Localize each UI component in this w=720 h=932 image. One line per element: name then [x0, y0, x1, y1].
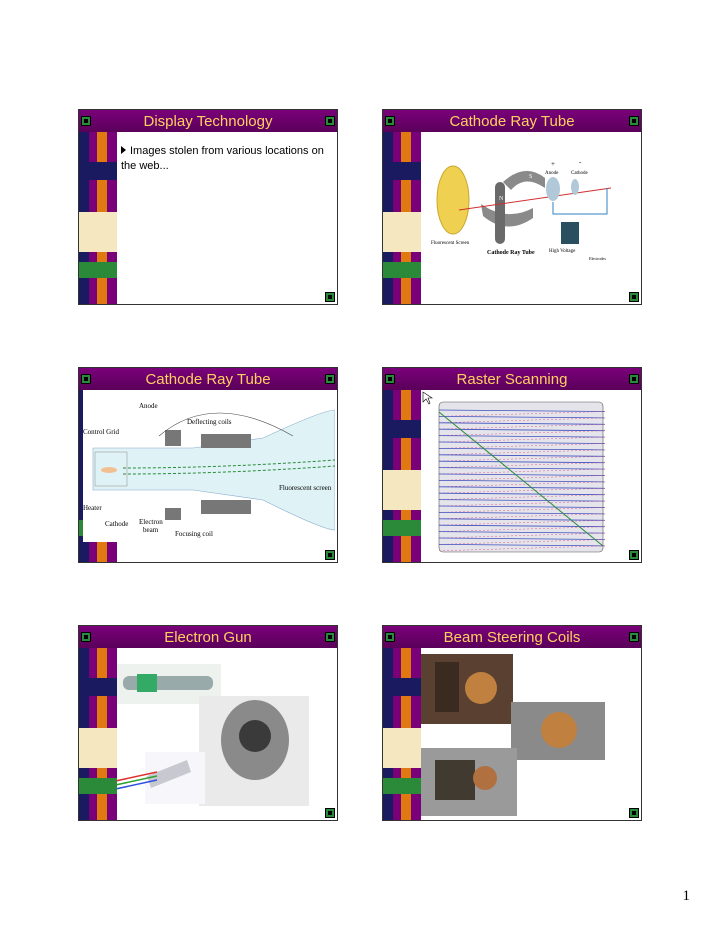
corner-square-icon: [325, 292, 335, 302]
slide-title: Beam Steering Coils: [443, 629, 581, 646]
scan-line: [438, 480, 606, 483]
grid-label: Control Grid: [83, 428, 119, 436]
svg-text:S: S: [529, 174, 532, 180]
scan-line: [438, 416, 606, 419]
cathode-label: Cathode: [105, 520, 128, 528]
raster-lines: [438, 409, 606, 552]
scan-line: [438, 531, 606, 534]
scan-line: [438, 448, 606, 451]
slide-title-bar: [383, 110, 641, 132]
tube-label: Cathode Ray Tube: [487, 250, 535, 256]
corner-square-icon: [629, 292, 639, 302]
corner-square-icon: [325, 550, 335, 560]
slide-title-bar: [383, 626, 641, 648]
focusing-label: Focusing coil: [175, 530, 213, 538]
decorative-strip: [79, 648, 117, 820]
anode-label: Anode: [545, 171, 559, 176]
scan-line: [438, 454, 606, 457]
scan-line: [438, 544, 606, 547]
slide-title: Cathode Ray Tube: [449, 113, 575, 130]
slide-body: [110, 648, 337, 820]
corner-square-icon: [629, 116, 639, 126]
slide-title-bar: [79, 110, 337, 132]
slide-beam-steering-coils[interactable]: Beam Steering Coils: [382, 625, 642, 821]
decorative-strip: [383, 132, 421, 304]
slide-title: Cathode Ray Tube: [145, 371, 271, 388]
cathode-sign: -: [579, 158, 582, 166]
corner-square-icon: [81, 632, 91, 642]
anode-label: Anode: [139, 402, 158, 410]
scan-line: [438, 473, 606, 476]
crt-diagram: S N + Anode - Cathode Fluorescent Screen…: [431, 158, 612, 261]
slide-body: S N + Anode - Cathode Fluorescent Screen…: [421, 132, 641, 304]
scan-line: [438, 467, 606, 470]
corner-square-icon: [385, 374, 395, 384]
electron-gun-photos: [110, 664, 309, 806]
corner-square-icon: [325, 374, 335, 384]
bullet-item: Images stolen from various locations on …: [121, 145, 324, 172]
screen-label: Fluorescent Screen: [431, 241, 470, 246]
scan-line: [438, 486, 606, 489]
svg-text:N: N: [499, 196, 504, 202]
corner-square-icon: [385, 632, 395, 642]
bullet-arrow-icon: [121, 146, 126, 154]
scan-line: [438, 512, 606, 515]
electron-label-2: beam: [143, 526, 159, 534]
corner-square-icon: [81, 116, 91, 126]
corner-square-icon: [325, 632, 335, 642]
scan-line: [438, 441, 606, 444]
scan-line: [438, 524, 606, 528]
crt-schematic-svg: Anode Deflecting coils Control Grid Fluo…: [83, 402, 336, 538]
slide-cathode-ray-tube-2[interactable]: Cathode Ray Tube Anode Deflecting coils …: [78, 367, 338, 563]
scan-line: [438, 537, 606, 540]
slide-title-bar: [79, 626, 337, 648]
scan-line: [438, 492, 606, 496]
decorative-strip: [383, 648, 421, 820]
corner-square-icon: [629, 374, 639, 384]
corner-square-icon: [629, 550, 639, 560]
scan-line: [438, 422, 606, 425]
slide-title-bar: [79, 368, 337, 390]
slide-title: Display Technology: [143, 113, 273, 130]
scan-line: [438, 518, 606, 521]
coil-photos: [421, 654, 605, 816]
slide-raster-scanning[interactable]: Raster Scanning: [382, 367, 642, 563]
slide-electron-gun[interactable]: Electron Gun: [78, 625, 338, 821]
slide-cathode-ray-tube-1[interactable]: Cathode Ray Tube S N + Anode - Cathode F…: [382, 109, 642, 305]
corner-square-icon: [629, 808, 639, 818]
page-number: 1: [682, 888, 691, 904]
deflecting-label: Deflecting coils: [187, 418, 232, 426]
slide-body: [421, 390, 641, 562]
scan-line: [438, 460, 606, 464]
corner-square-icon: [325, 808, 335, 818]
scan-line: [438, 428, 606, 432]
slide-title: Raster Scanning: [456, 371, 568, 388]
heater-label: Heater: [83, 504, 102, 512]
slide-body: [421, 648, 641, 820]
raster-diagram: [422, 391, 606, 553]
electron-label-1: Electron: [139, 518, 163, 526]
corner-square-icon: [81, 374, 91, 384]
corner-square-icon: [325, 116, 335, 126]
voltage-label: High Voltage: [549, 249, 576, 254]
decorative-strip: [79, 132, 117, 304]
credit-label: Electrodes: [589, 256, 606, 261]
screen-label: Fluorescent screen: [279, 484, 332, 492]
slide-title: Electron Gun: [164, 629, 252, 646]
corner-square-icon: [385, 116, 395, 126]
slide-display-technology[interactable]: Display Technology Images stolen from va…: [78, 109, 338, 305]
scan-line: [438, 505, 606, 508]
slide-body: Images stolen from various locations on …: [117, 132, 337, 304]
corner-square-icon: [629, 632, 639, 642]
decorative-strip: [383, 390, 421, 562]
cursor-icon: [422, 391, 433, 405]
slide-title-bar: [383, 368, 641, 390]
anode-sign: +: [551, 160, 555, 168]
scan-line: [438, 435, 606, 438]
crt-schematic: Anode Deflecting coils Control Grid Fluo…: [83, 390, 337, 542]
cathode-label: Cathode: [571, 171, 588, 176]
scan-line: [438, 499, 606, 502]
scan-line: [438, 409, 606, 412]
